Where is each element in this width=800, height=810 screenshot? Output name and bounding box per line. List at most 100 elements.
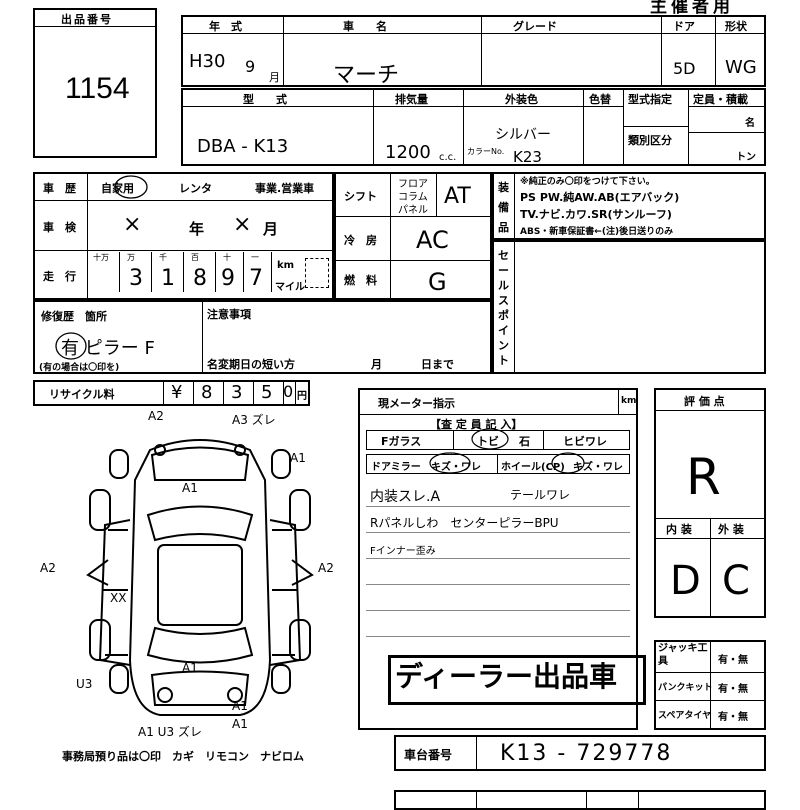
history-label: 車 歴 xyxy=(43,182,76,195)
aircon-value: AC xyxy=(416,226,449,254)
wheel-circle-mark xyxy=(551,452,585,474)
shift-value: AT xyxy=(444,184,471,209)
meter-label: 現メーター指示 xyxy=(378,397,455,410)
displacement-value: 1200 xyxy=(385,142,431,163)
glass-circle-mark xyxy=(471,428,509,450)
exterior-score: C xyxy=(722,558,750,604)
inspector-note-1: 内装スレ.A xyxy=(370,489,441,505)
grade-label: グレード xyxy=(513,20,557,33)
diagram-annotation-6: A2 xyxy=(318,561,334,575)
inspector-note-4: Fインナー歪み xyxy=(370,546,436,557)
capacity-unit-tons: トン xyxy=(736,152,756,163)
name-change-month-unit: 月 xyxy=(371,358,382,371)
history-option-private: 自家用 xyxy=(101,182,134,195)
class-label: 類別区分 xyxy=(628,134,672,147)
year-label: 年 式 xyxy=(209,20,242,33)
sales-point-label: セールスポイント xyxy=(498,249,509,367)
ext-color-value: シルバー xyxy=(495,127,551,143)
diagram-annotation-12: A1 U3 ズレ xyxy=(138,724,202,739)
diagram-annotation-10: A1 xyxy=(232,699,248,713)
capacity-unit-persons: 名 xyxy=(745,118,755,129)
vehicle-info-row1: 年 式 車 名 グレード ドア 形状 H30 9 月 マーチ 5D WG xyxy=(181,15,766,88)
history-option-business: 事業.営業車 xyxy=(255,182,315,195)
diagram-annotation-7: XX xyxy=(110,591,126,605)
mile-checkbox[interactable] xyxy=(305,258,329,288)
model-label: 型 式 xyxy=(243,93,287,106)
mileage-unit-km: km xyxy=(277,260,295,271)
dealer-stamp: ディーラー出品車 xyxy=(388,655,646,705)
lot-number-value: 1154 xyxy=(65,72,130,105)
tool-spare-label: スペアタイヤ xyxy=(658,711,712,721)
glass-f-label: Fガラス xyxy=(381,435,422,448)
inspector-label: 【査 定 員 記 入】 xyxy=(430,418,523,431)
chassis-label: 車台番号 xyxy=(404,748,453,762)
inspection-year-unit: 年 xyxy=(189,220,205,238)
mileage-digit-100: 8 xyxy=(193,266,207,291)
glass-ishi-label: 石 xyxy=(519,435,530,448)
mileage-header-10k: 万 xyxy=(127,253,135,262)
top-title: 主催者用 xyxy=(650,0,734,17)
shift-option-panel: パネル xyxy=(398,205,428,216)
tool-jack-label: ジャッキ工 具 xyxy=(658,643,718,667)
recycle-unit: 円 xyxy=(297,391,307,402)
chassis-block: 車台番号 K13 - 729778 xyxy=(394,735,766,771)
history-option-rental: レンタ xyxy=(179,182,212,195)
diagram-annotation-11: A1 xyxy=(232,717,248,731)
mileage-digit-10: 9 xyxy=(221,266,235,291)
history-circle-mark xyxy=(114,175,148,199)
lot-number-label: 出品番号 xyxy=(61,13,113,26)
tool-puncture-value: 有・無 xyxy=(718,684,748,695)
mileage-header-10: 十 xyxy=(223,253,231,262)
equipment-block: 装備品 ※純正のみ〇印をつけて下さい。 PS PW.純AW.AB(エアバック) … xyxy=(492,172,766,240)
shift-label: シフト xyxy=(344,190,377,203)
model-value: DBA - K13 xyxy=(197,136,289,157)
meter-block: 現メーター指示 km 【査 定 員 記 入】 Fガラス トビ 石 ヒビワレ ドア… xyxy=(358,388,638,730)
evaluation-label: 評 価 点 xyxy=(684,395,725,408)
interior-label: 内 装 xyxy=(666,523,692,536)
mileage-header-1: 一 xyxy=(251,253,259,262)
wheel-value: キズ・ワレ xyxy=(573,462,623,473)
name-change-label: 名変期日の短い方 xyxy=(207,358,295,371)
inspection-year-value: × xyxy=(123,212,142,237)
notice-label: 注意事項 xyxy=(207,308,251,321)
bottom-block xyxy=(394,790,766,810)
inspection-label: 車 検 xyxy=(43,221,76,234)
diagram-annotation-5: A2 xyxy=(40,561,56,575)
ext-color-label: 外装色 xyxy=(505,93,538,106)
tool-jack-value: 有・無 xyxy=(718,655,748,666)
mileage-unit-mile: マイル xyxy=(275,282,305,293)
diagram-annotation-4: A1 xyxy=(182,481,198,495)
door-value: 5D xyxy=(673,59,696,78)
repair-note: (有の場合は〇印を) xyxy=(39,363,120,373)
mileage-digit-1k: 1 xyxy=(161,266,175,291)
glass-tobi-label: トビ xyxy=(477,435,499,448)
equipment-line3: ABS・新車保証書←(注)後日送りのみ xyxy=(520,227,674,237)
interior-score: D xyxy=(670,558,701,604)
recycle-label: リサイクル料 xyxy=(49,388,115,401)
tools-block: ジャッキ工 具 有・無 パンクキット 有・無 スペアタイヤ 有・無 xyxy=(654,640,766,730)
repair-value: 有 ピラー F xyxy=(61,338,155,359)
history-block: 車 歴 自家用 レンタ 事業.営業車 車 検 × 年 × 月 走 行 十万 万 … xyxy=(33,172,334,300)
shift-option-column: コラム xyxy=(398,192,428,203)
capacity-label: 定員・積載 xyxy=(693,93,748,106)
mirror-value: キズ・ワレ xyxy=(431,462,481,473)
shift-option-floor: フロア xyxy=(398,179,428,190)
type-spec-label: 型式指定 xyxy=(628,93,672,106)
color-change-label: 色替 xyxy=(589,93,611,106)
name-label: 車 名 xyxy=(343,20,387,33)
exterior-label: 外 装 xyxy=(718,523,744,536)
meter-unit: km xyxy=(621,396,637,406)
recycle-block: リサイクル料 ¥ 8 3 5 0 円 xyxy=(33,380,310,406)
repair-label: 修復歴 箇所 xyxy=(41,310,107,323)
evaluation-block: 評 価 点 R 内 装 外 装 D C xyxy=(654,388,766,618)
recycle-digit-1: ¥ xyxy=(171,382,183,403)
mileage-header-100: 百 xyxy=(191,253,199,262)
door-label: ドア xyxy=(673,20,695,33)
mileage-header-100k: 十万 xyxy=(93,253,109,262)
evaluation-score: R xyxy=(686,448,721,506)
equipment-line1: PS PW.純AW.AB(エアバック) xyxy=(520,191,680,204)
chassis-value: K13 - 729778 xyxy=(500,741,673,766)
color-no-value: K23 xyxy=(513,148,542,166)
wheel-label: ホイール(CP) xyxy=(501,462,565,473)
diagram-annotation-8: A1 xyxy=(182,661,198,675)
